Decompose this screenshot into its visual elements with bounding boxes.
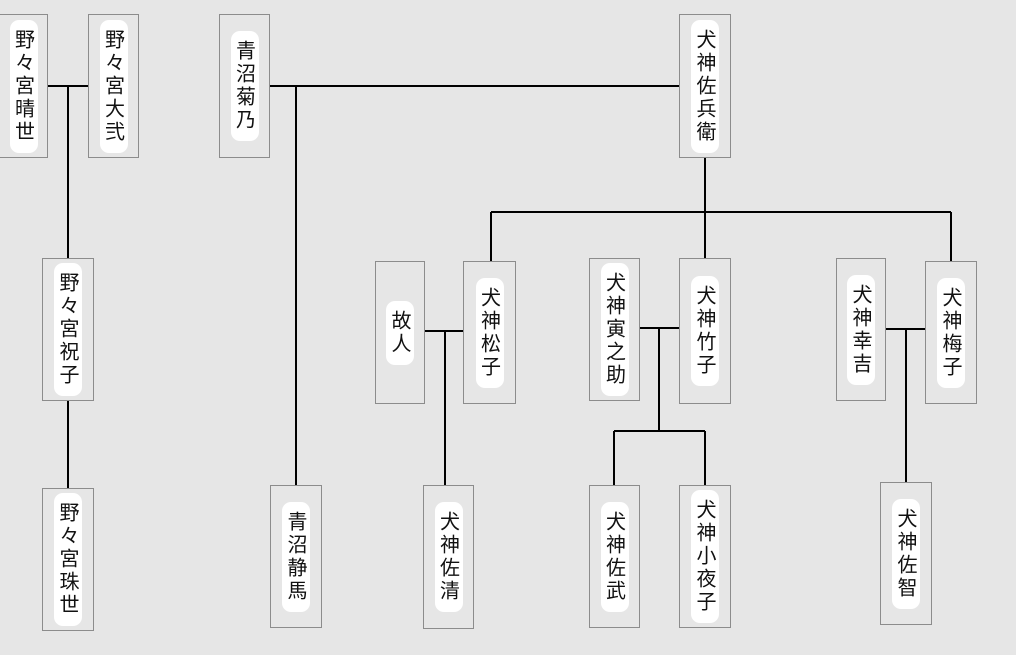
person-name: 犬神佐兵衛 xyxy=(691,19,719,153)
person-inugami-satake: 犬神佐武 xyxy=(589,485,640,628)
person-name: 青沼菊乃 xyxy=(230,31,259,141)
person-nonomiya-harue: 野々宮晴世 xyxy=(0,14,48,158)
person-name: 野々宮祝子 xyxy=(54,263,82,396)
person-name: 犬神佐智 xyxy=(892,498,920,609)
person-inugami-takeko: 犬神竹子 xyxy=(679,258,731,404)
person-inugami-umeko: 犬神梅子 xyxy=(925,261,977,404)
person-name: 犬神竹子 xyxy=(691,276,719,386)
person-name: 犬神寅之助 xyxy=(600,263,629,396)
person-inugami-satomo: 犬神佐智 xyxy=(880,482,932,625)
person-name: 犬神松子 xyxy=(475,277,504,388)
person-aonuma-shizuma: 青沼静馬 xyxy=(270,485,322,628)
person-nonomiya-tamayo: 野々宮珠世 xyxy=(42,488,94,631)
person-inugami-sayoko: 犬神小夜子 xyxy=(679,485,731,628)
person-name: 犬神梅子 xyxy=(937,277,965,388)
person-name: 野々宮晴世 xyxy=(9,19,38,153)
person-name: 犬神佐清 xyxy=(434,502,463,612)
person-name: 犬神小夜子 xyxy=(691,490,719,623)
person-inugami-matsuko: 犬神松子 xyxy=(463,261,516,404)
person-nonomiya-iwaiko: 野々宮祝子 xyxy=(42,258,94,401)
person-name: 野々宮大弐 xyxy=(99,19,128,153)
person-inugami-sakiyo: 犬神佐清 xyxy=(423,485,474,629)
person-name: 犬神幸吉 xyxy=(847,274,875,385)
person-inugami-sahei: 犬神佐兵衛 xyxy=(679,14,731,158)
person-inugami-kokichi: 犬神幸吉 xyxy=(836,258,886,401)
person-aonuma-kikuno: 青沼菊乃 xyxy=(219,14,270,158)
person-name: 青沼静馬 xyxy=(282,501,310,612)
person-nonomiya-daini: 野々宮大弐 xyxy=(88,14,139,158)
person-inugami-toranosuke: 犬神寅之助 xyxy=(589,258,640,401)
person-name: 故人 xyxy=(386,300,414,365)
person-name: 犬神佐武 xyxy=(600,501,629,612)
person-kojin: 故人 xyxy=(375,261,425,404)
person-name: 野々宮珠世 xyxy=(54,493,82,626)
